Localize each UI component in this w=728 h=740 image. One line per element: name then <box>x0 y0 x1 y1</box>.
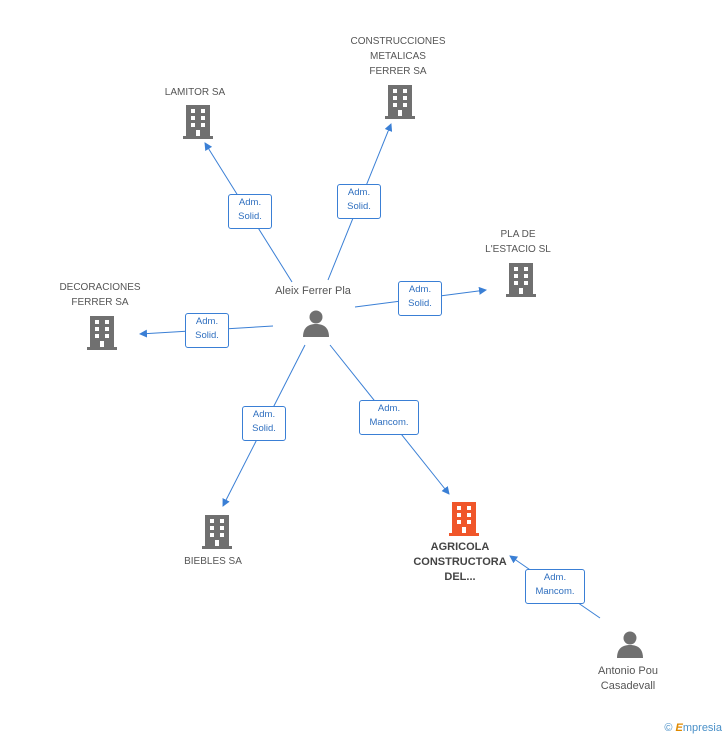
building-icon[interactable] <box>183 105 213 139</box>
building-icon-highlighted[interactable] <box>449 502 479 536</box>
company-label-lamitor[interactable]: LAMITOR SA <box>164 87 226 98</box>
person-label-aleix[interactable]: Aleix Ferrer Pla <box>275 285 351 297</box>
company-label-decoraciones[interactable]: DECORACIONES FERRER SA <box>59 282 141 308</box>
company-label-pla-estacio[interactable]: PLA DE L'ESTACIO SL <box>485 229 551 255</box>
role-badge: Adm.Solid. <box>337 184 381 219</box>
company-label-agricola[interactable]: AGRICOLA CONSTRUCTORA DEL... <box>413 541 507 583</box>
role-badge: Adm.Solid. <box>185 313 229 348</box>
building-icon[interactable] <box>506 263 536 297</box>
brand-footer[interactable]: © Empresia <box>664 722 722 734</box>
company-label-construcciones[interactable]: CONSTRUCCIONES METALICAS FERRER SA <box>350 36 446 77</box>
role-badge: Adm.Solid. <box>398 281 442 316</box>
role-badge: Adm.Solid. <box>242 406 286 441</box>
building-icon[interactable] <box>202 515 232 549</box>
brand-logo-initial: E <box>675 722 683 734</box>
role-badge: Adm.Solid. <box>228 194 272 229</box>
role-badge: Adm.Mancom. <box>525 569 585 604</box>
person-icon[interactable] <box>616 630 644 658</box>
person-label-antonio[interactable]: Antonio Pou Casadevall <box>598 665 658 692</box>
company-label-biebles[interactable]: BIEBLES SA <box>184 556 242 567</box>
copyright-symbol: © <box>664 722 673 734</box>
building-icon[interactable] <box>385 85 415 119</box>
role-badge: Adm.Mancom. <box>359 400 419 435</box>
person-icon[interactable] <box>302 309 330 337</box>
building-icon[interactable] <box>87 316 117 350</box>
brand-name: mpresia <box>682 722 722 734</box>
